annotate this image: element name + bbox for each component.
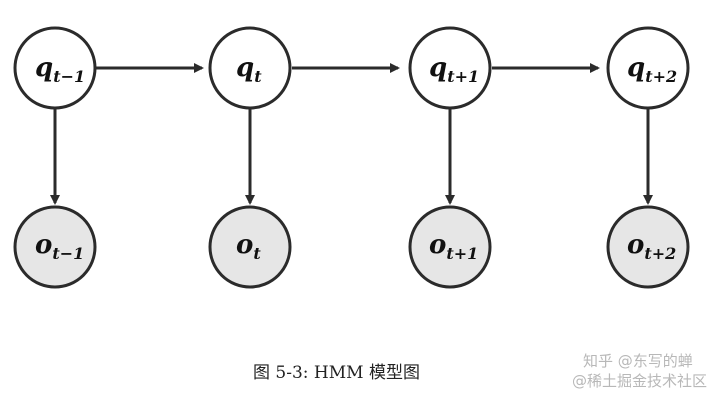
figure-caption: 图 5-3: HMM 模型图 xyxy=(253,363,420,383)
watermark-line-1: 知乎 @东写的蝉 xyxy=(583,352,693,370)
svg-text:ot+2: ot+2 xyxy=(627,230,676,263)
observed-node-2: ot+1 xyxy=(408,205,492,289)
hidden-node-0: qt−1 xyxy=(13,26,97,110)
svg-text:ot: ot xyxy=(236,230,261,263)
svg-text:qt: qt xyxy=(236,53,262,86)
hidden-node-2: qt+1 xyxy=(408,26,492,110)
svg-text:qt−1: qt−1 xyxy=(35,53,85,86)
hidden-node-3: qt+2 xyxy=(606,26,690,110)
observed-node-1: ot xyxy=(208,205,292,289)
hidden-node-1: qt xyxy=(208,26,292,110)
watermark-line-2: @稀土掘金技术社区 xyxy=(572,372,707,390)
svg-text:qt+1: qt+1 xyxy=(429,53,479,86)
svg-text:qt+2: qt+2 xyxy=(627,53,677,86)
observed-node-3: ot+2 xyxy=(606,205,690,289)
svg-text:ot−1: ot−1 xyxy=(35,230,84,263)
observed-node-0: ot−1 xyxy=(13,205,97,289)
svg-text:ot+1: ot+1 xyxy=(429,230,478,263)
